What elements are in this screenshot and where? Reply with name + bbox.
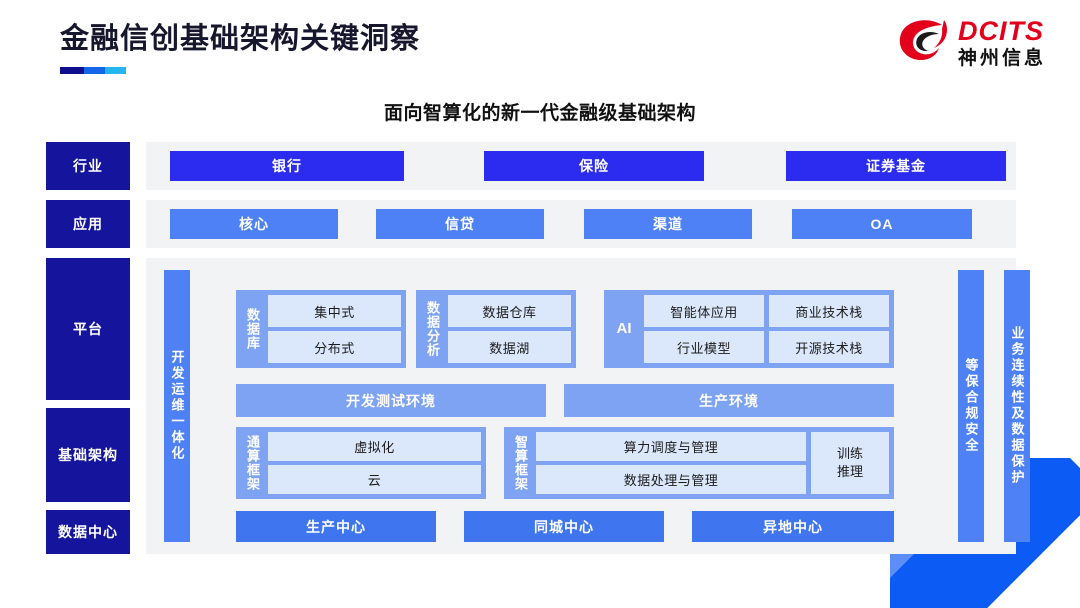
page-title: 金融信创基础架构关键洞察 — [60, 23, 421, 55]
chip-distributed[interactable]: 分布式 — [268, 331, 401, 363]
application-item-credit[interactable]: 信贷 — [376, 209, 544, 239]
rail-item-industry[interactable]: 行业 — [46, 142, 130, 190]
application-item-oa[interactable]: OA — [792, 209, 972, 239]
datacenter-same-city[interactable]: 同城中心 — [464, 511, 664, 542]
environment-dev-test[interactable]: 开发测试环境 — [236, 384, 546, 417]
slide-header: 金融信创基础架构关键洞察 DCITS 神州信息 — [0, 0, 1080, 92]
title-block: 金融信创基础架构关键洞察 — [60, 20, 420, 74]
group-label-ai: AI — [616, 320, 632, 337]
dcits-swirl-icon — [899, 20, 948, 60]
environment-production[interactable]: 生产环境 — [564, 384, 894, 417]
vertical-column-devops[interactable]: 开发运维一体化 — [164, 270, 190, 542]
layer-rail: 行业 应用 平台 基础架构 数据中心 — [46, 142, 130, 567]
rule-segment-cyan — [105, 67, 126, 74]
group-label-general-compute-framework: 通算框架 — [245, 435, 260, 491]
chip-open-source-tech-stack[interactable]: 开源技术栈 — [769, 331, 889, 363]
chip-data-processing-management[interactable]: 数据处理与管理 — [536, 465, 806, 494]
datacenter-production[interactable]: 生产中心 — [236, 511, 436, 542]
chip-agent-application[interactable]: 智能体应用 — [644, 295, 764, 327]
industry-item-bank[interactable]: 银行 — [170, 151, 404, 181]
group-ai: AI 智能体应用 商业技术栈 行业模型 开源技术栈 — [604, 290, 894, 368]
rule-segment-blue — [84, 67, 105, 74]
chip-inference-label: 推理 — [836, 464, 863, 479]
group-label-data-analysis: 数据分析 — [425, 301, 440, 357]
application-band: 核心 信贷 渠道 OA — [146, 200, 1016, 248]
rule-segment-navy — [60, 67, 84, 74]
chip-cloud[interactable]: 云 — [268, 465, 481, 494]
chip-data-warehouse[interactable]: 数据仓库 — [448, 295, 571, 327]
vertical-column-compliance-security[interactable]: 等保合规安全 — [958, 270, 984, 542]
industry-band: 银行 保险 证券基金 — [146, 142, 1016, 190]
datacenter-remote[interactable]: 异地中心 — [692, 511, 894, 542]
group-label-database: 数据库 — [245, 308, 260, 350]
logo-chinese-text: 神州信息 — [957, 48, 1046, 69]
group-data-analysis: 数据分析 数据仓库 数据湖 — [416, 290, 576, 368]
rail-item-infrastructure[interactable]: 基础架构 — [46, 408, 130, 502]
chip-virtualization[interactable]: 虚拟化 — [268, 432, 481, 461]
industry-item-securities-funds[interactable]: 证券基金 — [786, 151, 1006, 181]
title-underline-rule — [60, 67, 126, 74]
application-item-core[interactable]: 核心 — [170, 209, 338, 239]
chip-industry-model[interactable]: 行业模型 — [644, 331, 764, 363]
application-item-channel[interactable]: 渠道 — [584, 209, 752, 239]
diagram-subtitle: 面向智算化的新一代金融级基础架构 — [383, 103, 696, 124]
group-intelligent-compute-framework: 智算框架 算力调度与管理 数据处理与管理 训练 推理 — [504, 427, 894, 499]
rail-item-platform[interactable]: 平台 — [46, 258, 130, 400]
chip-training-label: 训练 — [836, 446, 863, 461]
chip-training-inference[interactable]: 训练 推理 — [811, 432, 889, 494]
chip-data-lake[interactable]: 数据湖 — [448, 331, 571, 363]
architecture-diagram: 行业 应用 平台 基础架构 数据中心 银行 保险 证券基金 核心 信贷 渠道 O… — [46, 142, 1030, 567]
rail-item-application[interactable]: 应用 — [46, 200, 130, 248]
vertical-column-business-continuity[interactable]: 业务连续性及数据保护 — [1004, 270, 1030, 542]
group-label-intelligent-compute-framework: 智算框架 — [513, 435, 528, 491]
logo-english-text: DCITS — [957, 16, 1044, 46]
group-database: 数据库 集中式 分布式 — [236, 290, 406, 368]
industry-item-insurance[interactable]: 保险 — [484, 151, 704, 181]
group-general-compute-framework: 通算框架 虚拟化 云 — [236, 427, 486, 499]
chip-centralized[interactable]: 集中式 — [268, 295, 401, 327]
brand-logo: DCITS 神州信息 — [898, 18, 1046, 68]
chip-commercial-tech-stack[interactable]: 商业技术栈 — [769, 295, 889, 327]
rail-item-data-center[interactable]: 数据中心 — [46, 510, 130, 554]
chip-compute-scheduling-management[interactable]: 算力调度与管理 — [536, 432, 806, 461]
